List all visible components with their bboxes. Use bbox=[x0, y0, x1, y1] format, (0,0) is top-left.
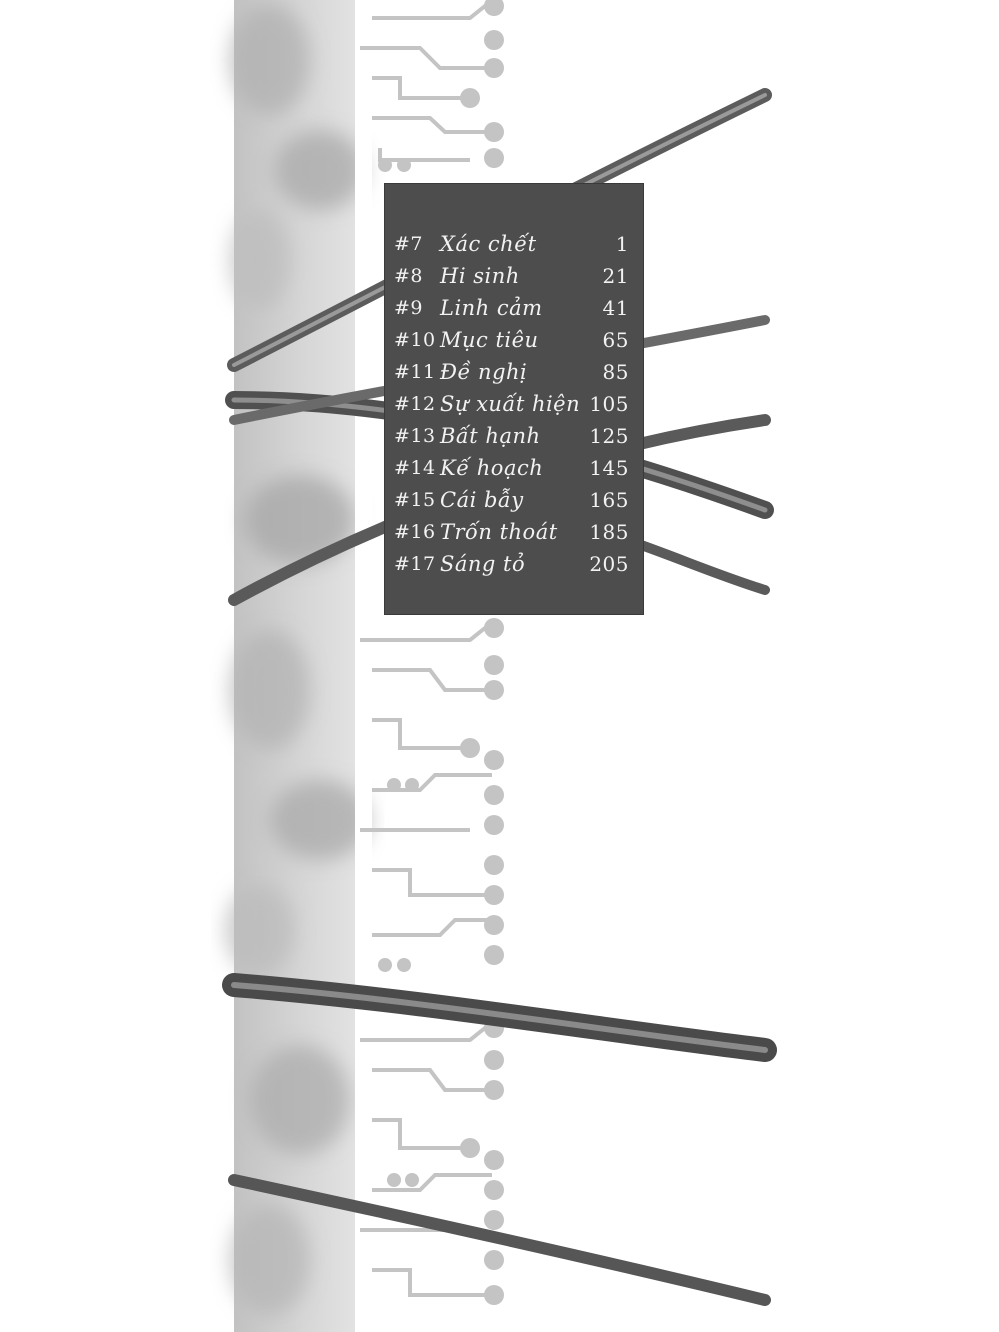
toc-entry-number: #17 bbox=[394, 553, 436, 575]
toc-entry-page: 125 bbox=[589, 424, 629, 448]
toc-entry-page: 21 bbox=[602, 264, 629, 288]
toc-entry-title: Sáng tỏ bbox=[440, 552, 526, 576]
toc-entry: #7 Xác chết 1 bbox=[385, 228, 643, 260]
toc-entry-title: Xác chết bbox=[440, 232, 537, 256]
toc-entry-title: Mục tiêu bbox=[440, 328, 539, 352]
toc-entry-number: #13 bbox=[394, 425, 436, 447]
toc-entry-page: 145 bbox=[589, 456, 629, 480]
toc-entry-number: #14 bbox=[394, 457, 436, 479]
toc-entry-page: 41 bbox=[602, 296, 629, 320]
toc-entry-title: Kế hoạch bbox=[440, 456, 544, 480]
toc-entry-number: #8 bbox=[394, 265, 424, 287]
toc-entry-page: 65 bbox=[602, 328, 629, 352]
toc-entry-number: #16 bbox=[394, 521, 436, 543]
toc-entry-page: 1 bbox=[615, 232, 629, 256]
toc-entry-title: Sự xuất hiện bbox=[440, 392, 581, 416]
toc-entry-page: 105 bbox=[589, 392, 629, 416]
toc-entry-page: 185 bbox=[589, 520, 629, 544]
cloud-background bbox=[225, 0, 372, 1332]
toc-entry: #9 Linh cảm 41 bbox=[385, 292, 643, 324]
toc-entry-number: #15 bbox=[394, 489, 436, 511]
toc-entry-number: #10 bbox=[394, 329, 436, 351]
toc-entry-title: Bất hạnh bbox=[440, 424, 541, 448]
toc-entry-page: 165 bbox=[589, 488, 629, 512]
toc-entry-number: #11 bbox=[394, 361, 436, 383]
toc-entry-title: Hi sinh bbox=[440, 264, 520, 288]
toc-entry-number: #12 bbox=[394, 393, 436, 415]
toc-entry: #8 Hi sinh 21 bbox=[385, 260, 643, 292]
toc-entry-number: #9 bbox=[394, 297, 424, 319]
toc-entry-title: Cái bẫy bbox=[440, 488, 524, 512]
toc-entry-title: Linh cảm bbox=[440, 296, 543, 320]
toc-entry-number: #7 bbox=[394, 233, 424, 255]
toc-entry-title: Trốn thoát bbox=[440, 520, 558, 544]
toc-entry-page: 205 bbox=[589, 552, 629, 576]
toc-entry-page: 85 bbox=[602, 360, 629, 384]
toc-entry-title: Đề nghị bbox=[440, 360, 528, 384]
